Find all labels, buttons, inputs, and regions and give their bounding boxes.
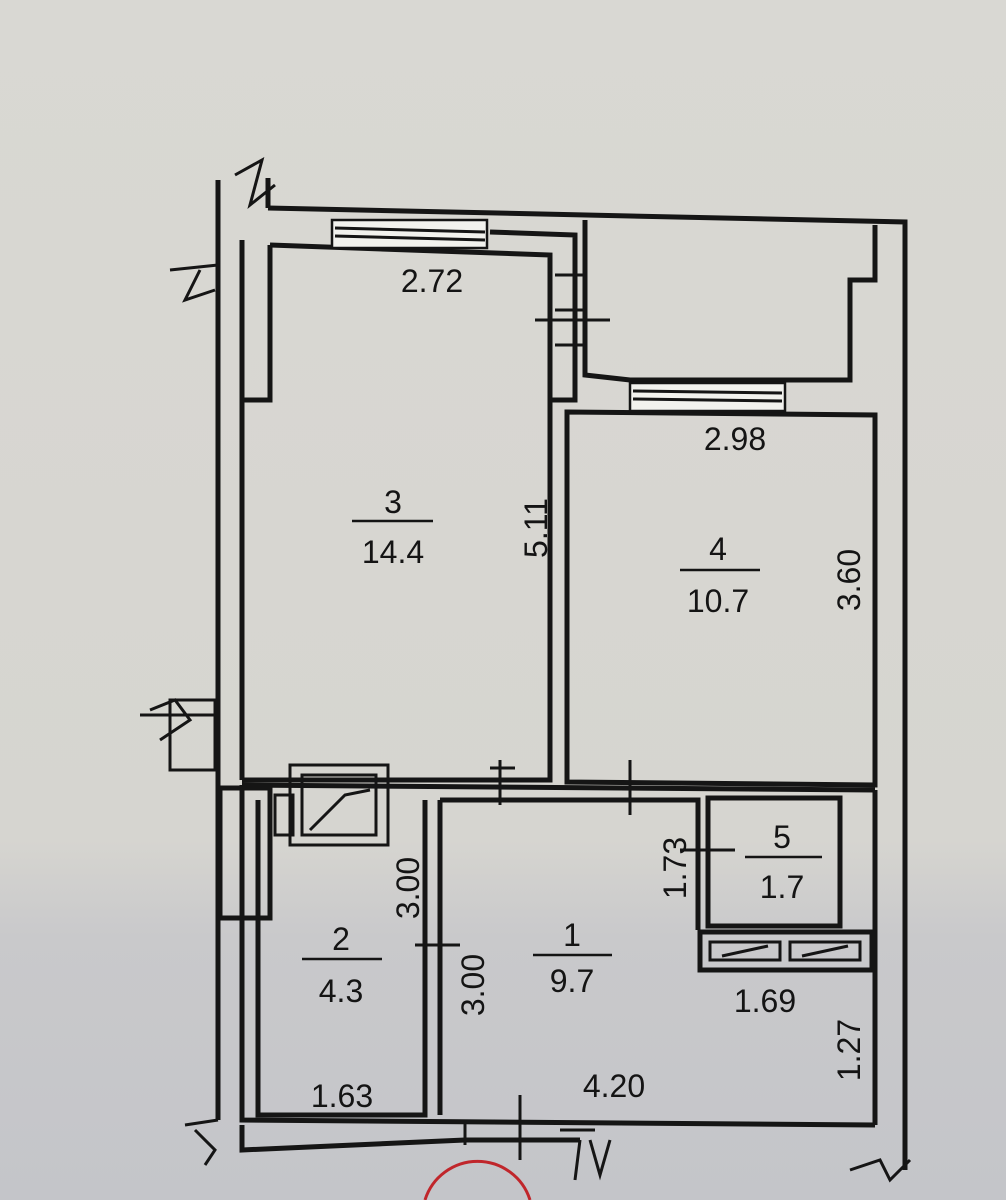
room-label-1: 1 9.7 [533,917,612,999]
dim-room3-length: 5.11 [518,498,554,558]
stove-block [288,763,390,847]
room-area: 10.7 [687,583,749,619]
side-window-frame [168,698,217,772]
dim-closet-length: 1.27 [831,1019,867,1081]
vent-shaft [217,785,273,921]
window-room3 [330,218,489,250]
room-area: 4.3 [319,973,363,1009]
red-circle-mark [423,1159,532,1200]
dim-room5-length: 1.73 [657,837,693,899]
dimensions: 2.72 5.11 2.98 3.60 3.00 3.00 1.73 1.69 … [311,263,867,1114]
room-number: 3 [384,484,402,520]
dim-room4-width: 2.98 [704,421,766,457]
dim-room1-width: 4.20 [583,1068,645,1104]
closet-shelf [697,929,875,973]
room-number: 1 [563,917,581,953]
room-area: 14.4 [362,534,424,570]
dim-room2-length: 3.00 [390,857,426,919]
room-label-4: 4 10.7 [680,531,760,619]
room-label-5: 5 1.7 [745,819,822,905]
walls [140,156,912,1183]
dim-room2-width: 1.63 [311,1078,373,1114]
room-number: 5 [773,819,791,855]
dim-room4-length: 3.60 [831,549,867,611]
dim-room3-width: 2.72 [401,263,463,299]
room-area: 1.7 [760,869,804,905]
room-number: 2 [332,921,350,957]
room-area: 9.7 [550,963,594,999]
windows [330,218,787,413]
room-number: 4 [709,531,727,567]
dim-closet-width: 1.69 [734,983,796,1019]
window-room4 [628,381,787,413]
room-label-3: 3 14.4 [352,484,433,570]
room5-walls [705,795,843,929]
dim-room1-length: 3.00 [455,954,491,1016]
room-label-2: 2 4.3 [302,921,382,1009]
